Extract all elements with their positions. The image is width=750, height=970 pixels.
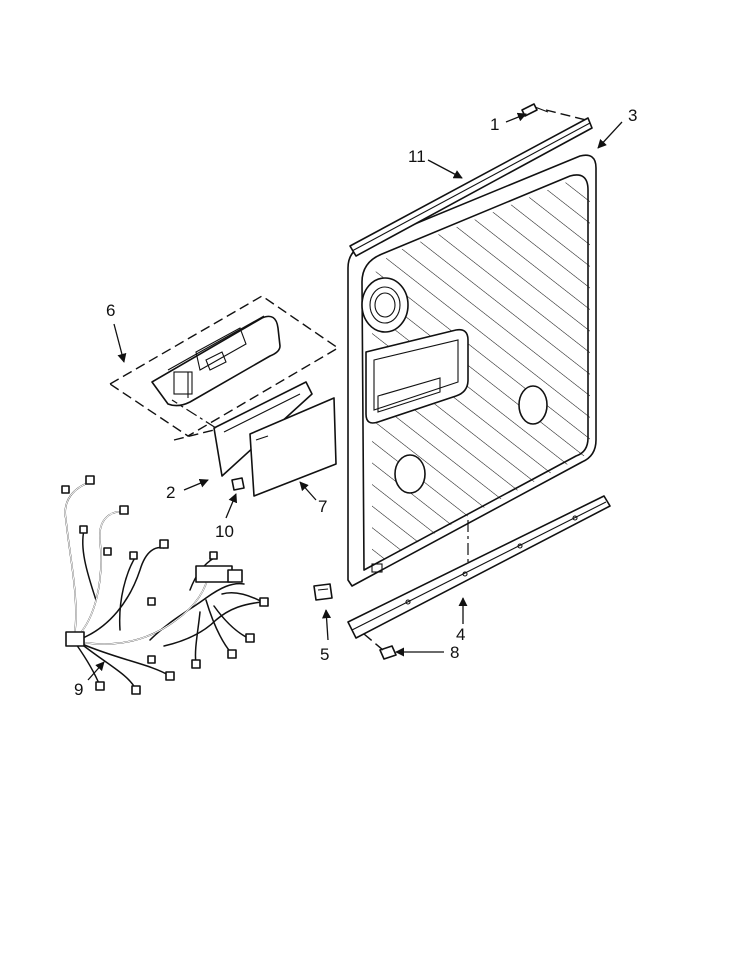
dispenser-recess (365, 328, 469, 424)
wire-harness (61, 475, 269, 695)
callout-6: 6 (106, 301, 115, 320)
screw-board (231, 477, 245, 491)
callout-4: 4 (456, 625, 465, 644)
small-clip (313, 583, 333, 601)
callout-7: 7 (318, 497, 327, 516)
callout-8: 8 (450, 643, 459, 662)
callout-11: 11 (408, 147, 426, 166)
callout-3: 3 (628, 106, 637, 125)
callout-5: 5 (320, 645, 329, 664)
shield-plate (249, 397, 337, 497)
inner-door-panel (347, 154, 597, 587)
vent-port (361, 277, 409, 333)
screw-top (521, 103, 587, 121)
control-module (108, 295, 340, 437)
callout-labels: 1 3 11 6 2 10 7 4 5 8 9 (74, 106, 637, 699)
callout-9: 9 (74, 680, 83, 699)
leader-lines (87, 112, 623, 681)
callout-2: 2 (166, 483, 175, 502)
callout-10: 10 (215, 522, 234, 541)
callout-1: 1 (490, 115, 499, 134)
screw-bottom (363, 633, 397, 660)
bottom-channel (347, 495, 611, 639)
top-trim-strip (349, 117, 593, 257)
